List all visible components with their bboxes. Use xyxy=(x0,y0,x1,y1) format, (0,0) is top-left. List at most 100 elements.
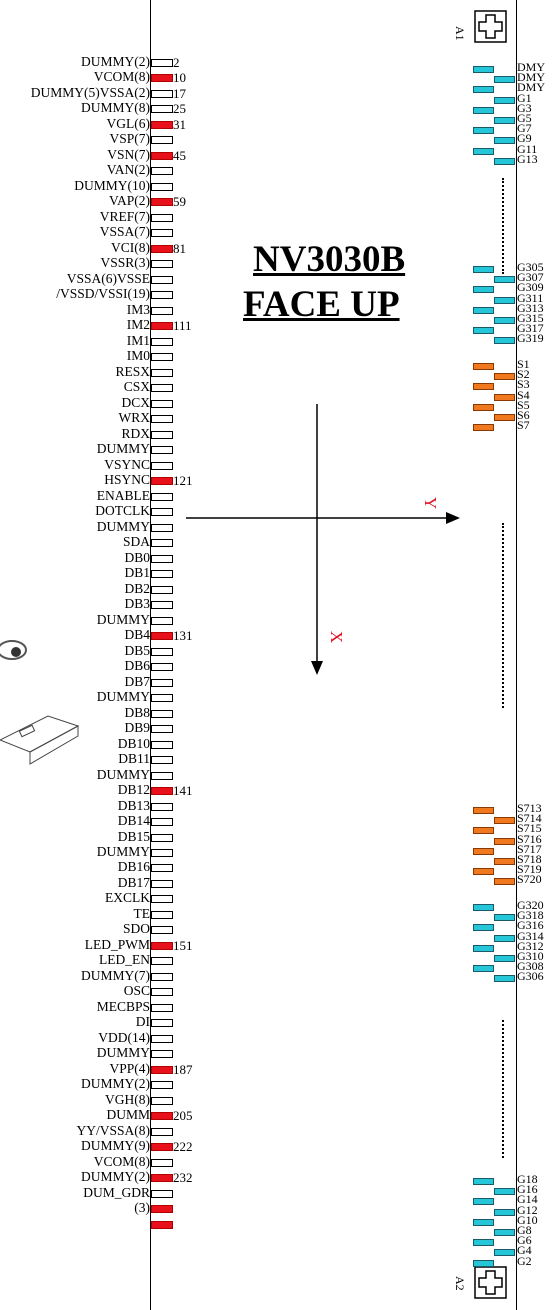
pin-label: DB14 xyxy=(117,813,150,828)
pin-pad-highlighted xyxy=(151,1112,173,1121)
pin-pad xyxy=(151,229,173,238)
pin-pad xyxy=(151,136,173,145)
pin-pad xyxy=(151,988,173,997)
right-pin-label: S720 xyxy=(517,872,542,887)
pin-label: IM3 xyxy=(126,301,150,317)
right-pin-label: G9 xyxy=(517,131,532,146)
right-pin-label: G320 xyxy=(517,898,544,912)
source-pin-pad xyxy=(494,878,515,886)
alignment-mark-a2-icon xyxy=(474,1266,507,1299)
pin-pad-highlighted xyxy=(151,120,173,129)
gate-pin-pad xyxy=(494,76,515,84)
source-pin-pad xyxy=(494,817,515,825)
pin-pad xyxy=(151,167,173,176)
gate-pin-pad xyxy=(494,1208,515,1216)
pin-pad xyxy=(151,554,173,563)
right-pin-label: S7 xyxy=(517,418,530,433)
pin-number: 222 xyxy=(173,1139,193,1155)
gate-pin-pad xyxy=(473,1198,494,1206)
pin-pad xyxy=(151,818,173,826)
pin-label: VSN(7) xyxy=(107,146,150,162)
right-pin-label: DMY xyxy=(517,60,546,74)
pin-pad-highlighted xyxy=(151,1220,173,1229)
pin-number: 205 xyxy=(173,1108,193,1124)
gate-pin-pad xyxy=(494,276,515,284)
pin-pad xyxy=(151,678,173,687)
pin-label: DCX xyxy=(121,394,150,410)
right-pin-label: G318 xyxy=(517,908,544,923)
pin-pad xyxy=(151,1003,173,1012)
pin-label: DUMMY(2) xyxy=(81,54,150,69)
pin-pad xyxy=(151,864,173,873)
pin-pad xyxy=(151,740,173,749)
gate-pin-pad xyxy=(473,904,494,911)
gate-pin-pad xyxy=(494,975,515,983)
pin-label: WRX xyxy=(118,410,151,426)
pin-number: 17 xyxy=(173,85,186,101)
right-pin-label: S1 xyxy=(517,357,530,371)
pin-pad xyxy=(151,1081,173,1090)
gate-pin-pad xyxy=(473,924,494,932)
right-pin-label: G7 xyxy=(517,121,532,136)
pin-label: VPP(4) xyxy=(109,1060,150,1076)
gate-pin-pad xyxy=(473,86,494,94)
right-pin-label: G317 xyxy=(517,321,544,336)
pin-pad xyxy=(151,1096,173,1105)
source-pin-pad xyxy=(473,847,494,855)
pin-label: VSSA(6)VSSE xyxy=(66,270,150,286)
right-pin-label: G5 xyxy=(517,111,532,125)
pin-pad xyxy=(151,1034,173,1043)
pin-label: /VSSD/VSSI(19) xyxy=(56,286,150,302)
pin-pad xyxy=(151,260,173,269)
pin-pad-highlighted xyxy=(151,787,173,796)
pin-label: DB6 xyxy=(124,658,150,674)
pin-number: 2 xyxy=(173,55,180,70)
right-pin-label: G319 xyxy=(517,331,544,346)
pin-pad xyxy=(151,663,173,672)
right-pin-label: G1 xyxy=(517,90,532,105)
pin-label: DB17 xyxy=(117,874,150,890)
pin-pad xyxy=(151,399,173,408)
pin-label: DUMMY xyxy=(96,689,150,705)
pin-label: CSX xyxy=(123,379,150,395)
pin-label: (3) xyxy=(134,1200,150,1216)
pin-pad-highlighted xyxy=(151,1065,173,1074)
pin-pad xyxy=(151,213,173,222)
pin-label: DUMMY(2) xyxy=(81,1076,150,1092)
pin-label: VSSA(7) xyxy=(99,224,150,240)
pin-pad xyxy=(151,1019,173,1028)
pin-pad xyxy=(151,585,173,594)
pin-number: 121 xyxy=(173,473,193,489)
pin-pad xyxy=(151,508,173,517)
pin-pad-highlighted xyxy=(151,1205,173,1214)
source-pin-pad xyxy=(473,403,494,411)
pin-label: EXCLK xyxy=(105,890,150,906)
pin-label: VREF(7) xyxy=(99,208,150,224)
pin-pad xyxy=(151,306,173,315)
source-pin-pad xyxy=(473,424,494,432)
pin-pad xyxy=(151,539,173,548)
right-pin-label: G18 xyxy=(517,1172,538,1186)
pin-label: VCOM(8) xyxy=(93,1153,150,1169)
right-pin-label: S3 xyxy=(517,377,530,392)
right-pin-label: G306 xyxy=(517,969,544,984)
source-pin-pad xyxy=(473,383,494,391)
gate-pin-pad xyxy=(494,157,515,165)
pin-pad xyxy=(151,725,173,734)
pin-pad xyxy=(151,337,173,346)
gate-pin-pad xyxy=(473,1239,494,1247)
pin-pad xyxy=(151,771,173,780)
pin-pad xyxy=(151,1158,173,1167)
right-pin-label: S716 xyxy=(517,831,542,846)
gate-pin-pad xyxy=(473,306,494,314)
gate-pin-pad xyxy=(473,944,494,952)
source-pin-pad xyxy=(473,868,494,876)
pin-label: DB0 xyxy=(124,549,150,565)
pin-label: DB7 xyxy=(124,673,150,689)
gate-pin-pad xyxy=(473,66,494,73)
gate-pin-pad xyxy=(494,1249,515,1257)
pin-label: DUMMY xyxy=(96,611,150,627)
pin-pad xyxy=(151,601,173,610)
source-pin-pad xyxy=(494,373,515,381)
